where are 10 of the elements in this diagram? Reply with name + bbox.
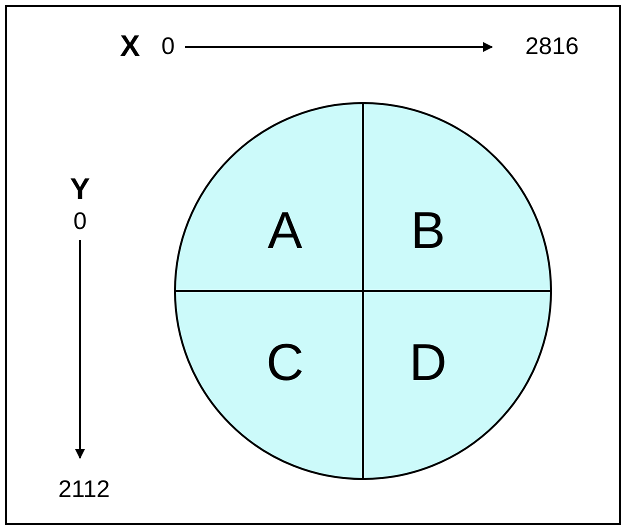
quadrant-letter: D (409, 337, 447, 389)
axis-start-value: 0 (73, 209, 87, 235)
axis-end-value: 2816 (525, 34, 579, 60)
quadrant-letter: A (268, 205, 302, 257)
axis-start-value: 0 (161, 34, 175, 60)
quadrant-letter: B (410, 205, 446, 257)
axis-name: Y (70, 174, 90, 206)
axis-name: X (120, 31, 140, 63)
quadrant-letter: C (266, 337, 304, 389)
axis-end-value: 2112 (58, 477, 110, 503)
